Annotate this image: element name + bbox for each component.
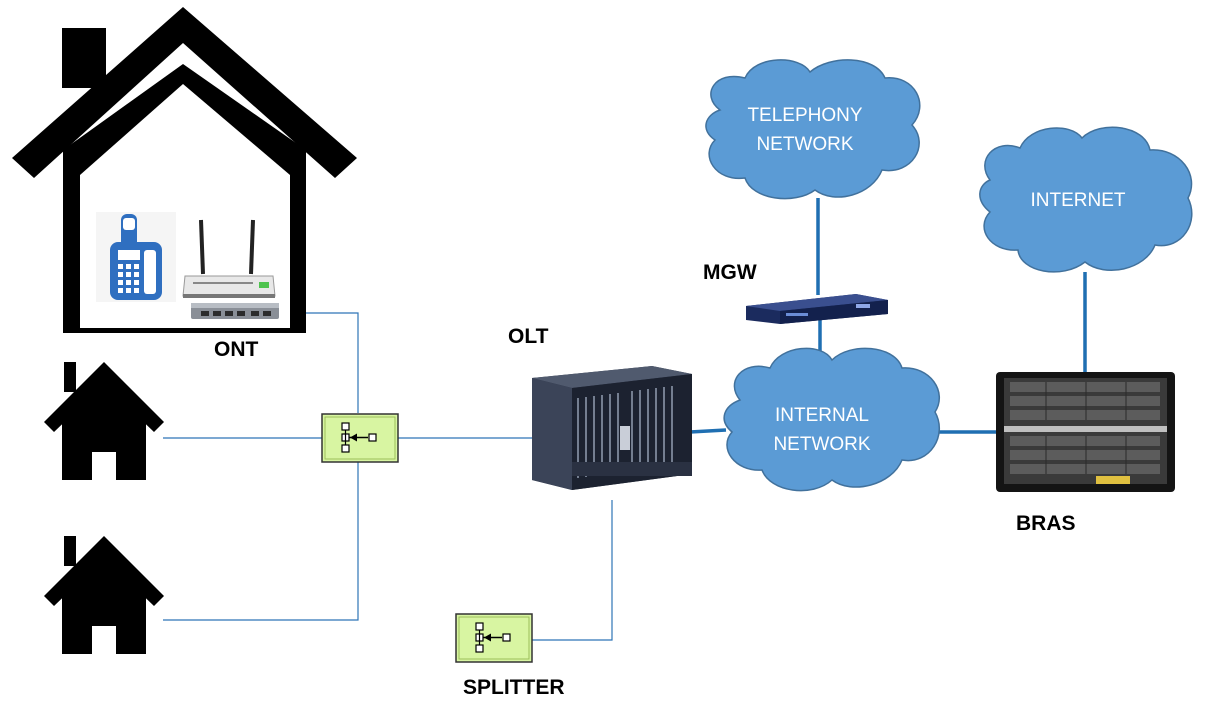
line-house3-to-splitter bbox=[163, 462, 359, 621]
house-icon bbox=[44, 362, 164, 480]
internal-line2: NETWORK bbox=[773, 434, 870, 455]
telephony-line1: TELEPHONY bbox=[747, 105, 862, 126]
line-olt-to-splitter2 bbox=[531, 500, 613, 641]
house-icon bbox=[44, 536, 164, 654]
home-main bbox=[12, 7, 357, 333]
wifi-router-icon bbox=[182, 219, 276, 298]
telephony-line2: NETWORK bbox=[756, 134, 853, 155]
bras-label: BRAS bbox=[1016, 512, 1076, 535]
ont-label: ONT bbox=[214, 338, 259, 361]
phone-icon bbox=[96, 212, 176, 302]
optical-splitter-icon bbox=[455, 613, 533, 663]
internal-network-cloud: INTERNAL NETWORK bbox=[723, 347, 940, 492]
olt-label: OLT bbox=[508, 325, 549, 348]
internet-cloud: INTERNET bbox=[979, 126, 1193, 273]
link-olt-internal bbox=[689, 428, 727, 434]
house-roof bbox=[12, 7, 357, 178]
internet-line1: INTERNET bbox=[1031, 190, 1126, 211]
optical-splitter-icon bbox=[321, 413, 399, 463]
bras-rack-icon bbox=[996, 372, 1175, 492]
splitter-label: SPLITTER bbox=[463, 676, 565, 699]
internal-line1: INTERNAL bbox=[775, 405, 869, 426]
house-chimney bbox=[62, 28, 106, 88]
olt-chassis-icon bbox=[532, 366, 692, 490]
ont-device-icon bbox=[191, 303, 279, 319]
mgw-label: MGW bbox=[703, 261, 757, 284]
telephony-network-cloud: TELEPHONY NETWORK bbox=[705, 59, 921, 200]
media-gateway-icon bbox=[746, 294, 888, 324]
